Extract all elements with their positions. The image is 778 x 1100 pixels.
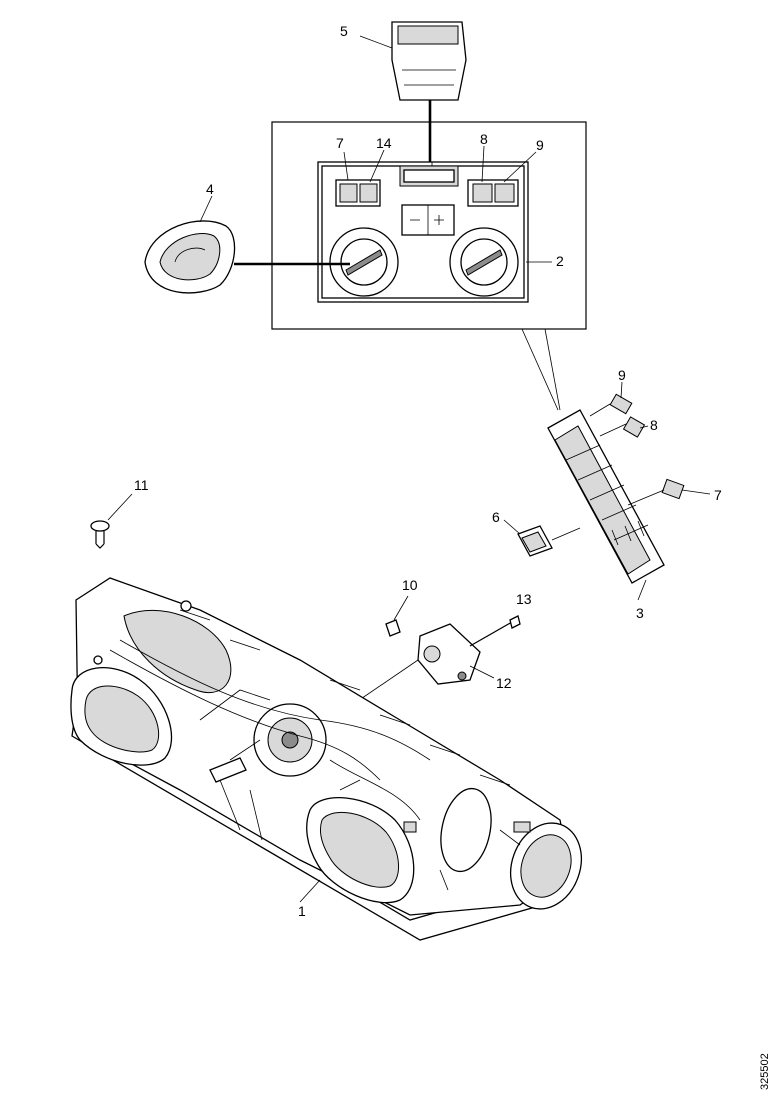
callout-4: 4 — [206, 181, 214, 197]
part-13-screw — [469, 615, 521, 647]
callout-10: 10 — [402, 577, 418, 593]
callout-5: 5 — [340, 23, 348, 39]
part-8-switch — [599, 416, 646, 438]
callout-7-panel: 7 — [336, 135, 344, 151]
callout-9-unit: 9 — [618, 367, 626, 383]
inset-pointer-a — [521, 328, 559, 411]
part-3-control-unit — [547, 409, 665, 584]
part-12-actuator — [417, 623, 495, 685]
part-11-screw — [90, 493, 133, 549]
part-10-clip — [385, 595, 409, 637]
part-2-control-panel — [317, 161, 529, 303]
part-1-heater-housing — [70, 577, 582, 941]
part-5-cover — [391, 21, 467, 101]
callout-2: 2 — [556, 253, 564, 269]
callout-8-panel: 8 — [480, 131, 488, 147]
callout-1: 1 — [298, 903, 306, 919]
part-6-connector — [517, 525, 581, 557]
callout-12: 12 — [496, 675, 512, 691]
detail-inset-box — [271, 121, 587, 330]
callout-11: 11 — [134, 477, 149, 493]
callout-leaders — [199, 35, 711, 903]
part-4-knob-cap — [144, 220, 236, 294]
callout-7-unit: 7 — [714, 487, 722, 503]
callout-13: 13 — [516, 591, 532, 607]
callout-8-unit: 8 — [650, 417, 658, 433]
drawing-number: 325502 — [759, 1053, 771, 1090]
callout-9-panel: 9 — [536, 137, 544, 153]
part-7-switch — [627, 478, 685, 506]
part-9-switch — [589, 393, 633, 417]
callout-6: 6 — [492, 509, 500, 525]
callout-14: 14 — [376, 135, 392, 151]
callout-3: 3 — [636, 605, 644, 621]
inset-pointer-b — [544, 328, 561, 411]
